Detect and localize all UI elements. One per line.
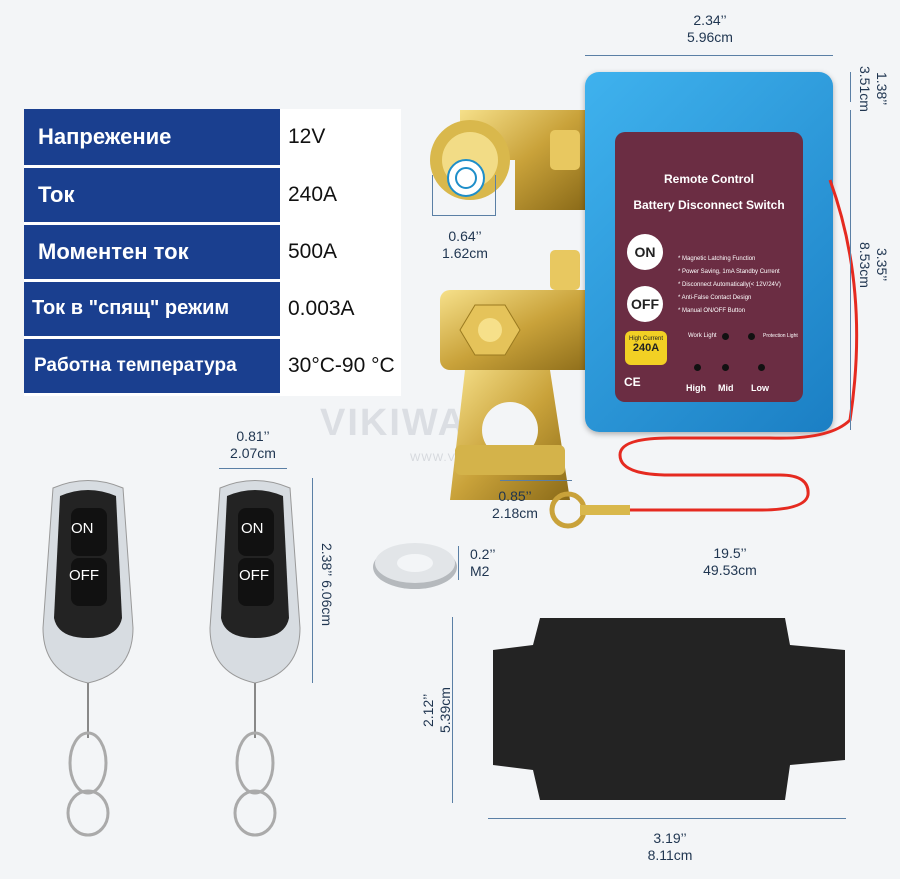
remote-2-on-button[interactable]: ON	[241, 520, 264, 537]
on-button[interactable]: ON	[627, 234, 663, 270]
washer	[373, 543, 457, 589]
remote-control-1	[42, 480, 134, 837]
clamp-dimension: 0.85’’ 2.18cm	[470, 488, 560, 522]
level-mid: Mid	[718, 383, 734, 393]
badge-amps: 240A	[632, 342, 660, 354]
level-low: Low	[751, 383, 769, 393]
remote-control-2	[209, 480, 301, 837]
remote-height-dimension: 2.38’’ 6.06cm	[318, 540, 335, 630]
dim-inch: 2.12’’	[420, 693, 436, 727]
low-led	[758, 364, 765, 371]
dim-inch: 0.81’’	[236, 428, 270, 444]
spec-value: 500A	[280, 223, 401, 282]
battery-terminal-illustration	[430, 110, 600, 500]
feature-item: * Power Saving, 1mA Standby Current	[678, 269, 780, 275]
off-button[interactable]: OFF	[627, 286, 663, 322]
washer-dimension: 0.2’’ M2	[470, 546, 520, 580]
dim-inch: 3.35’’	[874, 248, 890, 282]
dim-size: M2	[470, 563, 490, 579]
high-led	[694, 364, 701, 371]
dimension-line	[452, 617, 453, 803]
device-title: Remote Control	[664, 172, 754, 186]
pad-width-dimension: 3.19’’ 8.11cm	[620, 830, 720, 864]
dimension-line	[432, 175, 433, 215]
pad-height-dimension: 2.12’’ 5.39cm	[420, 670, 454, 750]
work-light-label: Work Light	[688, 333, 717, 339]
spec-label: Работна температура	[24, 337, 280, 396]
side-height-dimension: 3.35’’ 8.53cm	[856, 225, 890, 305]
remote-2-off-button[interactable]: OFF	[239, 567, 269, 584]
dim-cm: 6.06cm	[319, 580, 335, 627]
dim-cm: 8.53cm	[857, 242, 873, 288]
dimension-line	[458, 546, 459, 580]
dim-inch: 0.64’’	[448, 228, 482, 244]
dimension-line	[488, 818, 846, 819]
badge-label: High Current	[628, 336, 663, 342]
spec-value: 12V	[280, 109, 401, 168]
spec-label: Ток в "спящ" режим	[24, 280, 280, 339]
dimension-line	[585, 55, 833, 56]
dim-cm: 5.96cm	[687, 29, 733, 45]
dim-cm: 2.18cm	[492, 505, 538, 521]
dim-inch: 3.19’’	[653, 830, 687, 846]
dim-cm: 5.39cm	[437, 687, 453, 733]
dimension-line	[850, 110, 851, 430]
spec-value: 240A	[280, 166, 401, 225]
dim-inch: 19.5’’	[713, 545, 747, 561]
work-light-led	[722, 333, 729, 340]
feature-item: * Magnetic Latching Function	[678, 256, 756, 262]
protection-light-label: Protection Light	[763, 333, 798, 339]
feature-item: * Anti-False Contact Design	[678, 295, 752, 301]
high-current-badge: High Current 240A	[625, 331, 667, 365]
post-dimension: 0.64’’ 1.62cm	[420, 228, 510, 262]
dimension-line	[500, 480, 572, 481]
dimension-line	[850, 72, 851, 102]
spec-label: Моментен ток	[24, 223, 280, 282]
device-subtitle: Battery Disconnect Switch	[633, 198, 785, 212]
feature-list: * Magnetic Latching Function * Power Sav…	[678, 253, 803, 318]
spec-value: 30°C-90 °C	[280, 337, 401, 396]
dim-inch: 1.38’’	[874, 72, 890, 106]
ce-mark: CE	[624, 375, 641, 389]
dim-cm: 8.11cm	[647, 847, 693, 863]
wire-dimension: 19.5’’ 49.53cm	[680, 545, 780, 579]
remote-1-off-button[interactable]: OFF	[69, 567, 99, 584]
rubber-pad	[493, 618, 845, 800]
feature-item: * Disconnect Automatically(< 12V/24V)	[678, 282, 781, 288]
spec-label: Ток	[24, 166, 280, 225]
dim-cm: 49.53cm	[703, 562, 757, 578]
top-height-dimension: 1.38’’ 3.51cm	[856, 54, 890, 124]
dim-cm: 1.62cm	[442, 245, 488, 261]
level-high: High	[686, 383, 706, 393]
dimension-line	[219, 468, 287, 469]
dim-inch: 2.38’’	[319, 543, 335, 577]
feature-item: * Manual ON/OFF Button	[678, 308, 746, 314]
protection-light-led	[748, 333, 755, 340]
remote-1-on-button[interactable]: ON	[71, 520, 94, 537]
spec-value: 0.003A	[280, 280, 401, 339]
dim-inch: 0.2’’	[470, 546, 496, 562]
remote-width-dimension: 0.81’’ 2.07cm	[213, 428, 293, 462]
dimension-line	[432, 215, 496, 216]
dim-inch: 0.85’’	[498, 488, 532, 504]
dim-cm: 2.07cm	[230, 445, 276, 461]
red-wire	[549, 179, 859, 529]
dim-inch: 2.34’’	[693, 12, 727, 28]
dim-cm: 3.51cm	[857, 66, 873, 112]
mid-led	[722, 364, 729, 371]
spec-label: Напрежение	[24, 109, 280, 168]
dimension-line	[312, 478, 313, 683]
top-width-dimension: 2.34’’ 5.96cm	[660, 12, 760, 46]
dimension-line	[495, 175, 496, 215]
